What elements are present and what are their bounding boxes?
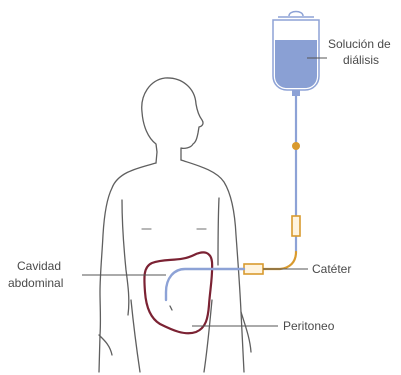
head-outline [142, 78, 203, 163]
catheter-line [263, 252, 296, 269]
navel [170, 306, 172, 310]
label-solution-line1: Solución de [328, 37, 391, 51]
right-arm-inner [218, 198, 219, 265]
label-peritoneum: Peritoneo [283, 319, 335, 333]
catheter-cuff [244, 264, 263, 274]
drip-chamber [292, 142, 300, 150]
leader-lines [82, 58, 327, 326]
bag-fluid [275, 40, 317, 88]
catheter-internal [166, 269, 244, 300]
label-solution-line2: diálisis [343, 53, 379, 67]
tube-connector [292, 216, 300, 236]
waist-left [131, 300, 140, 372]
dialysis-bag-icon [273, 12, 319, 97]
label-cavity-line2: abdominal [8, 276, 63, 290]
left-arm-inner [122, 200, 129, 315]
peritoneum-outline [144, 252, 212, 333]
human-torso-outline [99, 78, 251, 372]
label-catheter: Catéter [312, 262, 351, 276]
label-cavity-line1: Cavidad [17, 259, 61, 273]
left-hand [99, 335, 112, 355]
